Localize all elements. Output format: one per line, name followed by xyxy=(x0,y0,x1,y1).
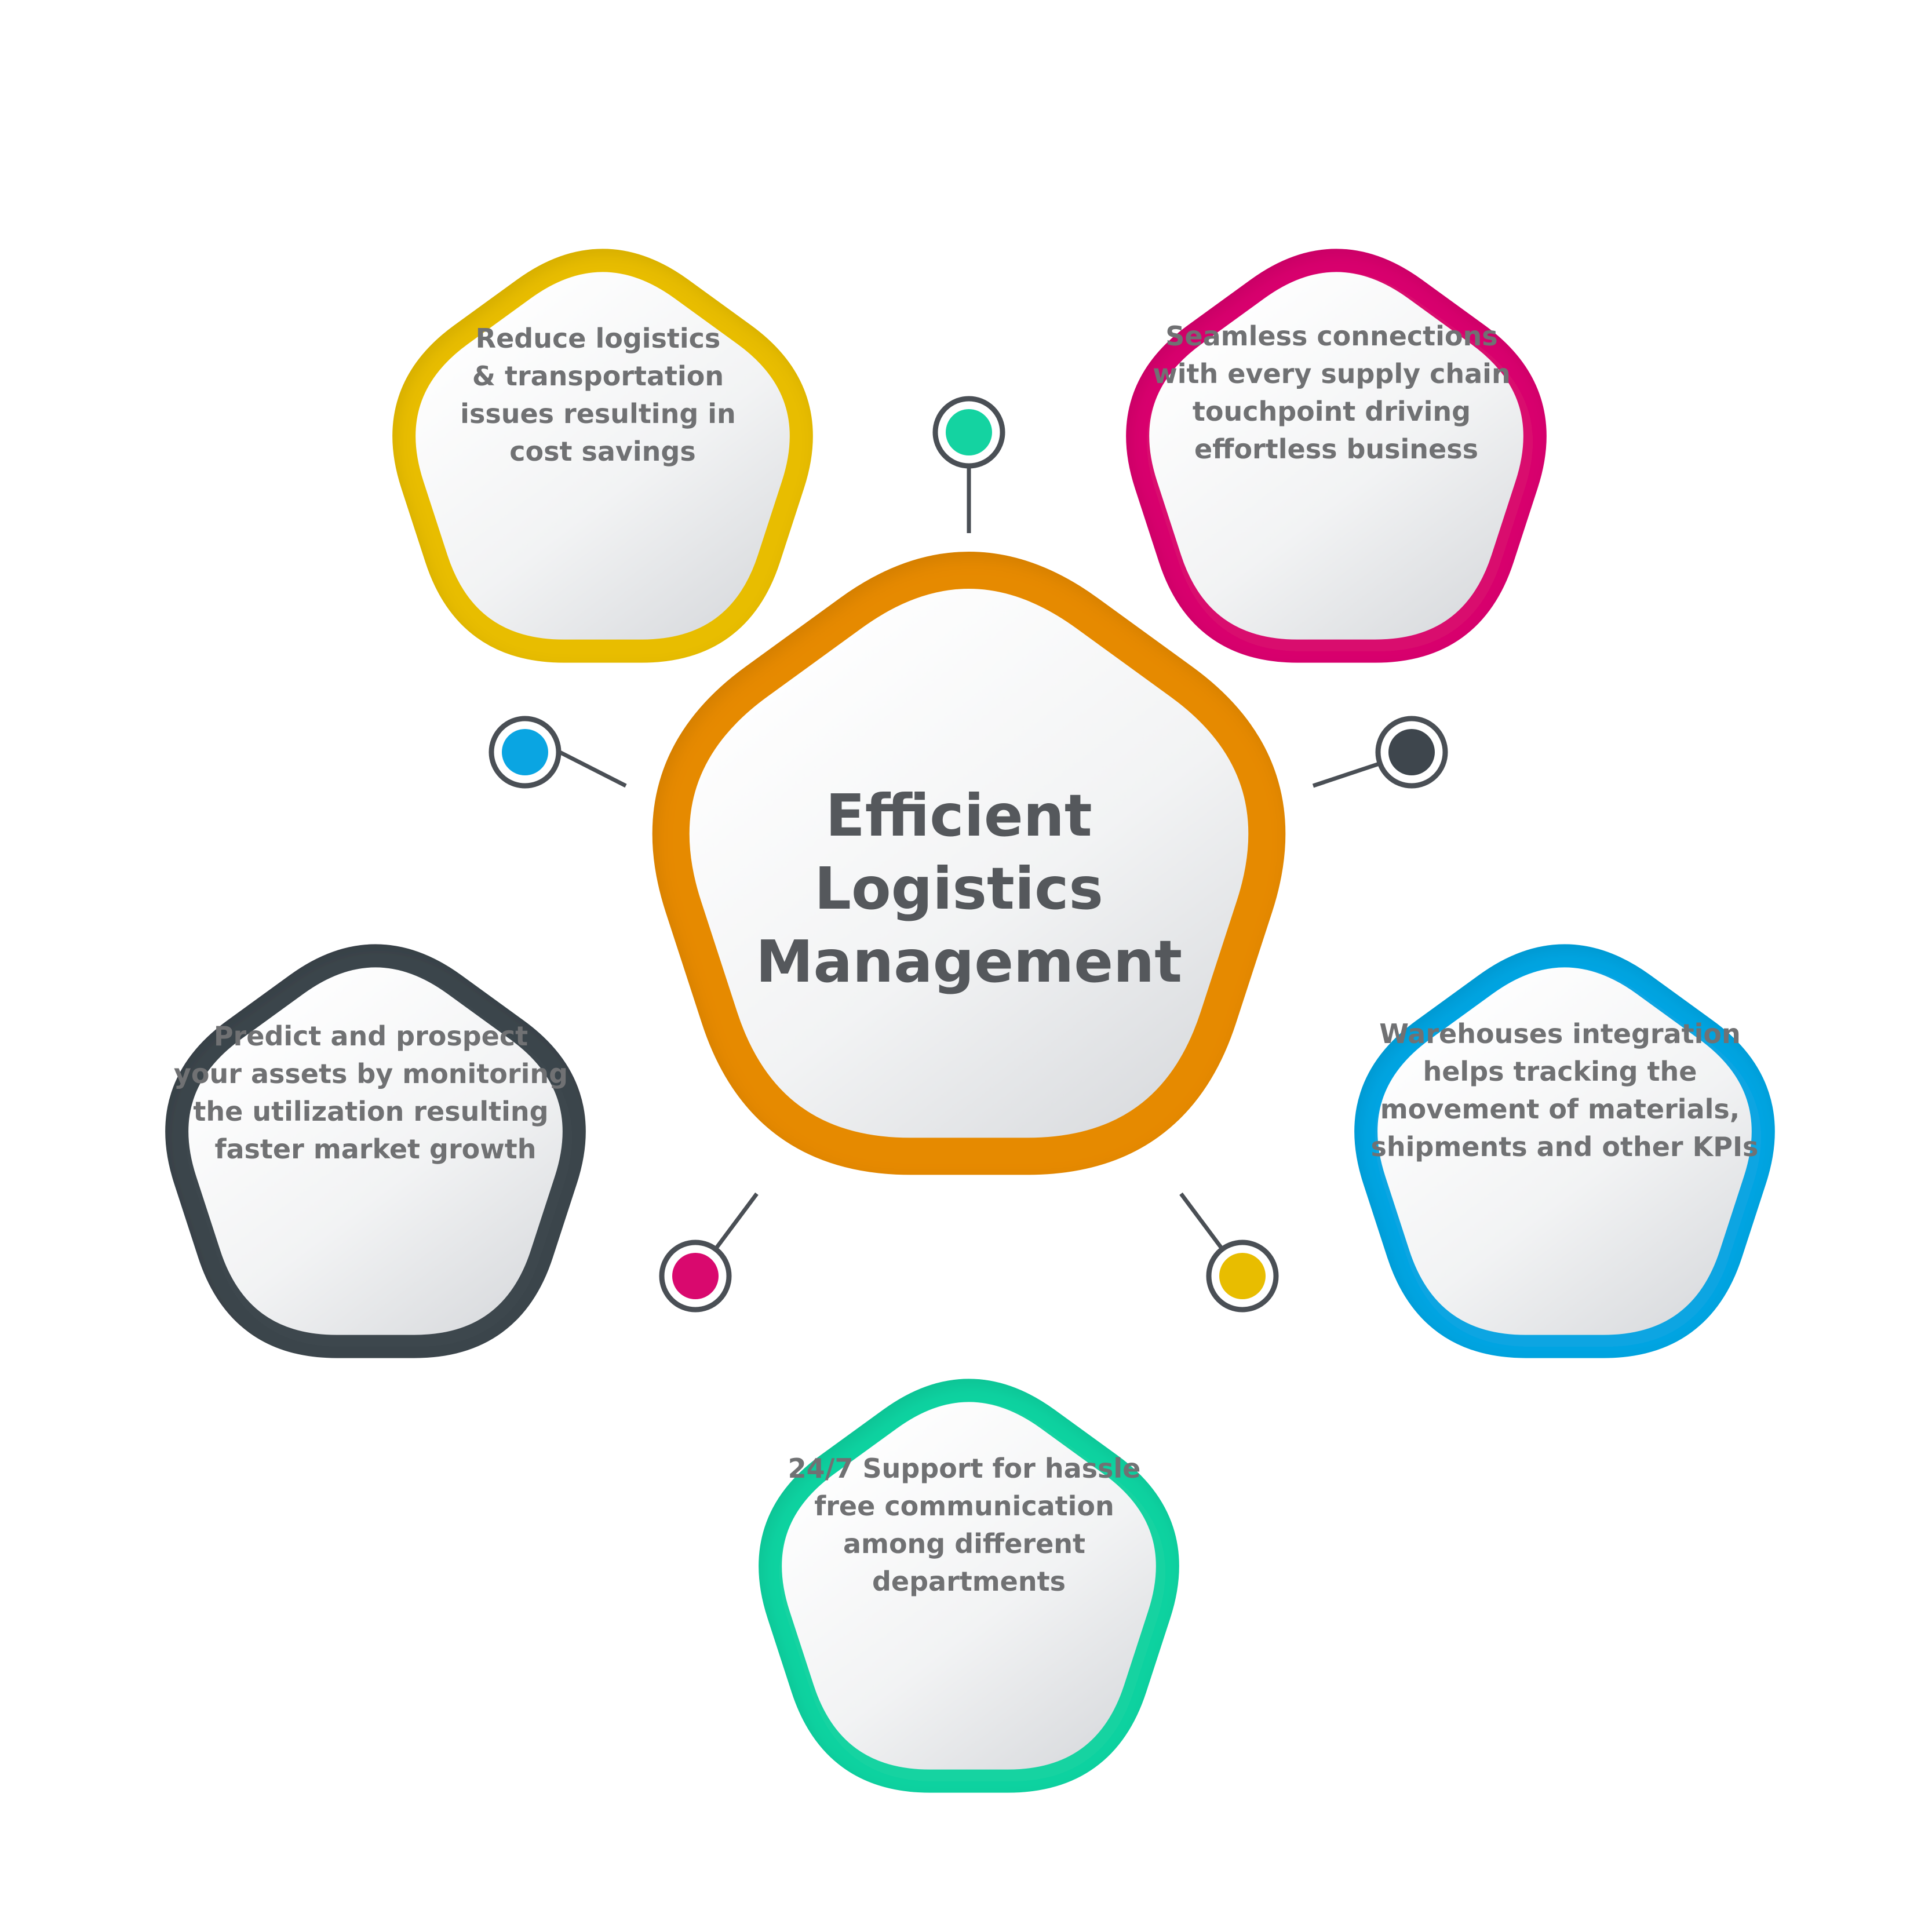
center-title-line-1: Efficient xyxy=(825,782,1092,850)
node-warehouses-integration: Warehouses integration helps tracking th… xyxy=(1354,944,1775,1358)
pentagon-predict-assets xyxy=(165,944,586,1358)
center-title-line-3: Management xyxy=(756,928,1182,996)
pentagon-seamless-connections xyxy=(1126,249,1547,663)
svg-text:Warehouses integration h: Warehouses integration helps tracking th… xyxy=(1371,1018,1759,1162)
connector-dot-lower-left xyxy=(659,1240,732,1313)
node-predict-assets: Predict and prospect your assets by moni… xyxy=(165,944,586,1358)
node-warehouses-integration-line-2: helps tracking the xyxy=(1423,1056,1697,1087)
node-seamless-connections: Seamless connections with every supply c… xyxy=(1126,249,1547,663)
node-reduce-logistics-line-3: issues resulting in xyxy=(460,398,736,429)
node-support-24-7-line-3: among different xyxy=(843,1528,1085,1559)
pentagon-reduce-logistics xyxy=(392,249,813,663)
node-warehouses-integration-line-4: shipments and other KPIs xyxy=(1371,1131,1759,1162)
connector-dot-lower-right xyxy=(1206,1240,1279,1313)
node-seamless-connections-line-3: touchpoint driving xyxy=(1193,396,1471,427)
node-reduce-logistics: Reduce logistics & transportation issues… xyxy=(392,249,813,663)
center-title-line-2: Logistics xyxy=(814,855,1103,923)
center-pentagon xyxy=(652,552,1286,1175)
svg-text:Reduce logistics & trans: Reduce logistics & transportation issues… xyxy=(460,323,745,467)
node-reduce-logistics-line-4: cost savings xyxy=(509,436,695,467)
node-reduce-logistics-line-2: & transportation xyxy=(472,360,724,392)
node-predict-assets-line-1: Predict and prospect xyxy=(214,1020,528,1052)
node-seamless-connections-line-2: with every supply chain xyxy=(1153,358,1510,389)
node-seamless-connections-line-4: effortless business xyxy=(1194,433,1478,465)
svg-text:Seamless connections wit: Seamless connections with every supply c… xyxy=(1153,320,1519,465)
pentagon-warehouses-integration xyxy=(1354,944,1775,1358)
node-predict-assets-line-3: the utilization resulting xyxy=(193,1096,548,1127)
connector-line-upper-left xyxy=(559,750,627,788)
center-title: Efficient Logistics Management xyxy=(756,782,1182,996)
node-predict-assets-line-2: your assets by monitoring xyxy=(174,1058,568,1089)
connector-dot-top xyxy=(932,396,1005,469)
node-warehouses-integration-line-3: movement of materials, xyxy=(1380,1093,1740,1125)
center-node: Efficient Logistics Management xyxy=(652,552,1286,1175)
node-support-24-7-line-4: departments xyxy=(872,1566,1066,1597)
node-predict-assets-line-4: faster market growth xyxy=(215,1133,537,1165)
connector-dots xyxy=(489,396,1448,1313)
node-support-24-7-line-1: 24/7 Support for hassle xyxy=(788,1453,1141,1484)
svg-text:Predict and prospect you: Predict and prospect your assets by moni… xyxy=(174,1020,577,1165)
connector-dot-upper-right xyxy=(1375,716,1448,789)
node-support-24-7: 24/7 Support for hassle free communicati… xyxy=(759,1379,1179,1793)
node-seamless-connections-line-1: Seamless connections xyxy=(1165,320,1497,352)
node-reduce-logistics-line-1: Reduce logistics xyxy=(476,323,721,354)
svg-text:24/7 Support for hassle: 24/7 Support for hassle free communicati… xyxy=(788,1453,1150,1597)
pentagon-support-24-7 xyxy=(759,1379,1179,1793)
node-warehouses-integration-line-1: Warehouses integration xyxy=(1379,1018,1741,1049)
connector-dot-upper-left xyxy=(489,716,562,789)
node-support-24-7-line-2: free communication xyxy=(814,1490,1114,1522)
